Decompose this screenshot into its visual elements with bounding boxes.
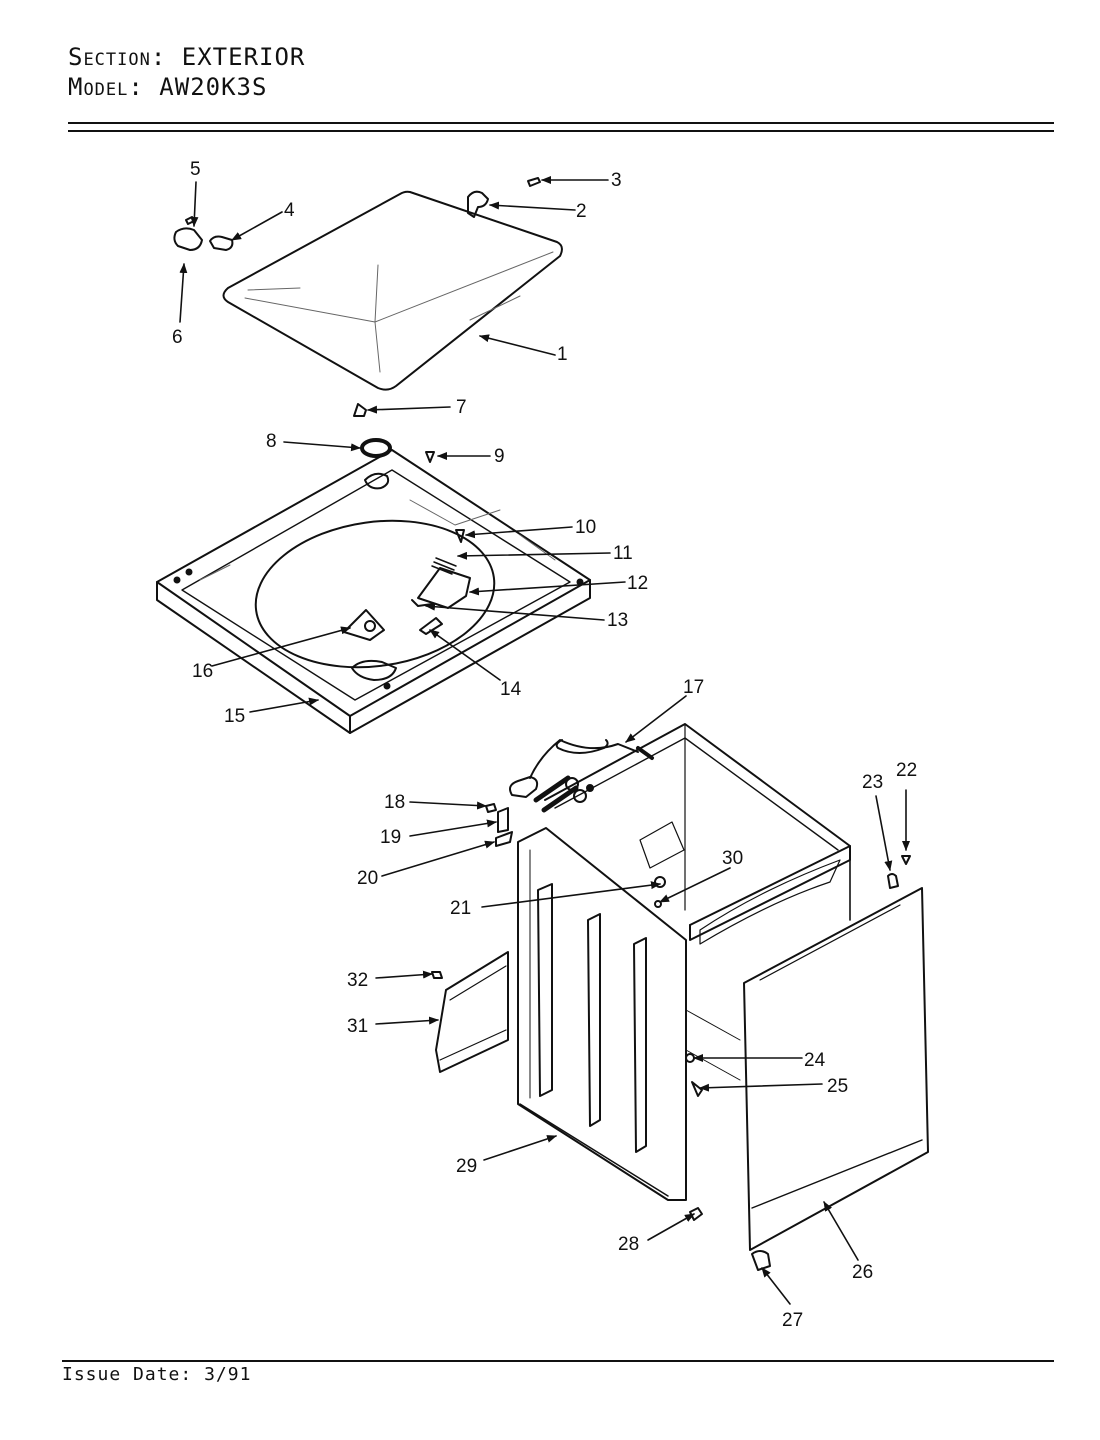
access-panel	[435, 951, 509, 1073]
callout-12: 12	[627, 573, 648, 594]
callout-18: 18	[384, 792, 405, 813]
callout-30: 30	[722, 848, 743, 869]
model-line: Model: AW20K3S	[68, 72, 305, 102]
part-callouts: 1 2 3 4 5 6 7 8 9 10 11 12 13 14 15 16 1…	[172, 159, 917, 1331]
callout-14: 14	[500, 679, 522, 700]
callout-7: 7	[456, 397, 467, 418]
cabinet-top	[156, 449, 591, 734]
top-lid	[222, 190, 563, 391]
callout-3: 3	[611, 170, 622, 191]
screw-10	[455, 529, 465, 543]
callout-17: 17	[683, 677, 704, 698]
callout-25: 25	[827, 1076, 848, 1097]
callout-9: 9	[494, 446, 505, 467]
callout-31: 31	[347, 1016, 368, 1037]
issue-date-label: Issue Date:	[62, 1364, 193, 1385]
callout-26: 26	[852, 1262, 873, 1283]
callout-24: 24	[804, 1050, 826, 1071]
issue-date-value: 3/91	[204, 1364, 252, 1385]
callout-27: 27	[782, 1310, 803, 1331]
callout-16: 16	[192, 661, 213, 682]
section-value: EXTERIOR	[181, 43, 306, 71]
callout-19: 19	[380, 827, 401, 848]
callout-15: 15	[224, 706, 245, 727]
callout-29: 29	[456, 1156, 477, 1177]
callout-21: 21	[450, 898, 471, 919]
callout-1: 1	[557, 344, 568, 365]
model-key: Model:	[68, 73, 144, 101]
callout-5: 5	[190, 159, 201, 180]
callout-2: 2	[576, 201, 587, 222]
header-rule-bottom	[68, 130, 1054, 132]
model-value: AW20K3S	[159, 73, 268, 101]
footer-rule	[62, 1360, 1054, 1362]
section-line: Section: EXTERIOR	[68, 42, 305, 72]
side-panel	[743, 887, 929, 1271]
gasket-ring	[360, 438, 392, 458]
callout-20: 20	[357, 868, 378, 889]
callout-8: 8	[266, 431, 277, 452]
front-panel	[517, 827, 703, 1201]
callout-28: 28	[618, 1234, 639, 1255]
power-cord	[509, 739, 654, 813]
callout-32: 32	[347, 970, 368, 991]
cabinet-body	[544, 723, 851, 1081]
section-key: Section:	[68, 43, 167, 71]
callout-10: 10	[575, 517, 596, 538]
page-header: Section: EXTERIOR Model: AW20K3S	[68, 42, 305, 102]
leader-lines	[179, 176, 910, 1305]
issue-date: Issue Date: 3/91	[62, 1364, 251, 1385]
header-rule-top	[68, 122, 1054, 124]
callout-11: 11	[613, 543, 633, 564]
callout-23: 23	[862, 772, 883, 793]
callout-13: 13	[607, 610, 628, 631]
callout-6: 6	[172, 327, 183, 348]
callout-4: 4	[284, 200, 295, 221]
screw-9	[425, 451, 435, 463]
lid-hardware	[173, 177, 541, 417]
callout-22: 22	[896, 760, 917, 781]
